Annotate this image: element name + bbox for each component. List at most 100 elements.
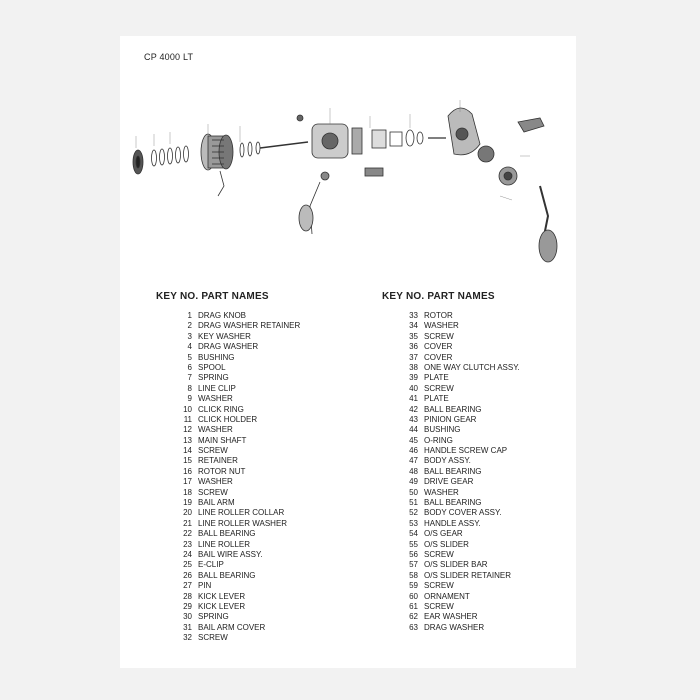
part-name: DRAG WASHER bbox=[198, 342, 259, 352]
parts-list-row: 15 RETAINER bbox=[156, 456, 376, 466]
key-number: 22 bbox=[183, 529, 192, 539]
part-name: ORNAMENT bbox=[424, 591, 470, 601]
key-number: 32 bbox=[183, 633, 192, 643]
key-number: 56 bbox=[409, 549, 418, 559]
part-name: O/S GEAR bbox=[424, 529, 463, 539]
parts-list-row: 25 E-CLIP bbox=[156, 560, 376, 570]
part-name: ROTOR bbox=[424, 311, 453, 320]
key-number: 5 bbox=[187, 352, 192, 362]
parts-list-row: 5 BUSHING bbox=[156, 353, 376, 363]
part-name: SCREW bbox=[424, 581, 454, 591]
part-name: BALL BEARING bbox=[424, 466, 482, 476]
key-number: 21 bbox=[183, 518, 192, 528]
part-name: SCREW bbox=[198, 633, 228, 643]
drag-washers-drawing bbox=[151, 145, 189, 167]
key-number: 6 bbox=[187, 362, 192, 372]
part-name: BUSHING bbox=[198, 352, 235, 362]
exploded-view-diagram bbox=[132, 100, 558, 263]
key-number: 31 bbox=[183, 622, 192, 632]
key-number: 15 bbox=[183, 456, 192, 466]
part-name: PLATE bbox=[424, 394, 449, 404]
key-number: 45 bbox=[409, 435, 418, 445]
key-number: 52 bbox=[409, 508, 418, 518]
part-name: SCREW bbox=[424, 331, 454, 341]
key-number: 24 bbox=[183, 549, 192, 559]
part-name: BAIL ARM bbox=[198, 498, 235, 508]
parts-sheet: CP 4000 LT bbox=[120, 36, 576, 668]
part-name: SCREW bbox=[198, 446, 228, 456]
key-number: 17 bbox=[183, 477, 192, 487]
key-number: 30 bbox=[183, 612, 192, 622]
parts-list-row: 31 BAIL ARM COVER bbox=[156, 623, 376, 633]
part-name: SPRING bbox=[198, 373, 229, 383]
key-number: 13 bbox=[183, 435, 192, 445]
part-name: DRIVE GEAR bbox=[424, 477, 474, 487]
part-name: CLICK RING bbox=[198, 404, 244, 414]
body-assy-drawing bbox=[447, 107, 518, 186]
part-name: HANDLE ASSY. bbox=[424, 518, 481, 528]
parts-list-row: 45 O-RING bbox=[382, 436, 602, 446]
parts-list-row: 26 BALL BEARING bbox=[156, 571, 376, 581]
main-shaft-drawing bbox=[259, 141, 309, 149]
key-number: 46 bbox=[409, 446, 418, 456]
parts-list-row: 4 DRAG WASHER bbox=[156, 342, 376, 352]
key-number: 8 bbox=[187, 383, 192, 393]
key-number: 47 bbox=[409, 456, 418, 466]
part-name: LINE CLIP bbox=[198, 383, 236, 393]
part-name: BALL BEARING bbox=[198, 570, 256, 580]
part-name: BUSHING bbox=[424, 425, 461, 435]
key-number: 23 bbox=[183, 539, 192, 549]
part-name: CLICK HOLDER bbox=[198, 414, 258, 424]
drag-knob-drawing bbox=[132, 149, 144, 175]
spool-drawing bbox=[200, 133, 234, 171]
part-name: LINE ROLLER COLLAR bbox=[198, 508, 285, 518]
part-name: WASHER bbox=[198, 425, 233, 435]
key-number: 44 bbox=[409, 425, 418, 435]
key-number: 38 bbox=[409, 362, 418, 372]
key-number: 26 bbox=[183, 570, 192, 580]
key-number: 4 bbox=[187, 342, 192, 352]
part-name: BAIL ARM COVER bbox=[198, 622, 266, 632]
parts-list-row: 32 SCREW bbox=[156, 633, 376, 643]
key-number: 9 bbox=[187, 394, 192, 404]
part-name: O/S SLIDER bbox=[424, 539, 469, 549]
part-name: O-RING bbox=[424, 435, 453, 445]
part-name: E-CLIP bbox=[198, 560, 224, 570]
key-number: 62 bbox=[409, 612, 418, 622]
key-number: 20 bbox=[183, 508, 192, 518]
rotor-drawing bbox=[311, 123, 363, 159]
key-number: 50 bbox=[409, 487, 418, 497]
key-number: 40 bbox=[409, 383, 418, 393]
column-heading: KEY NO. PART NAMES bbox=[382, 291, 495, 302]
part-name: SCREW bbox=[424, 383, 454, 393]
key-number: 25 bbox=[183, 560, 192, 570]
column-heading: KEY NO. PART NAMES bbox=[156, 291, 269, 302]
part-name: RETAINER bbox=[198, 456, 238, 466]
